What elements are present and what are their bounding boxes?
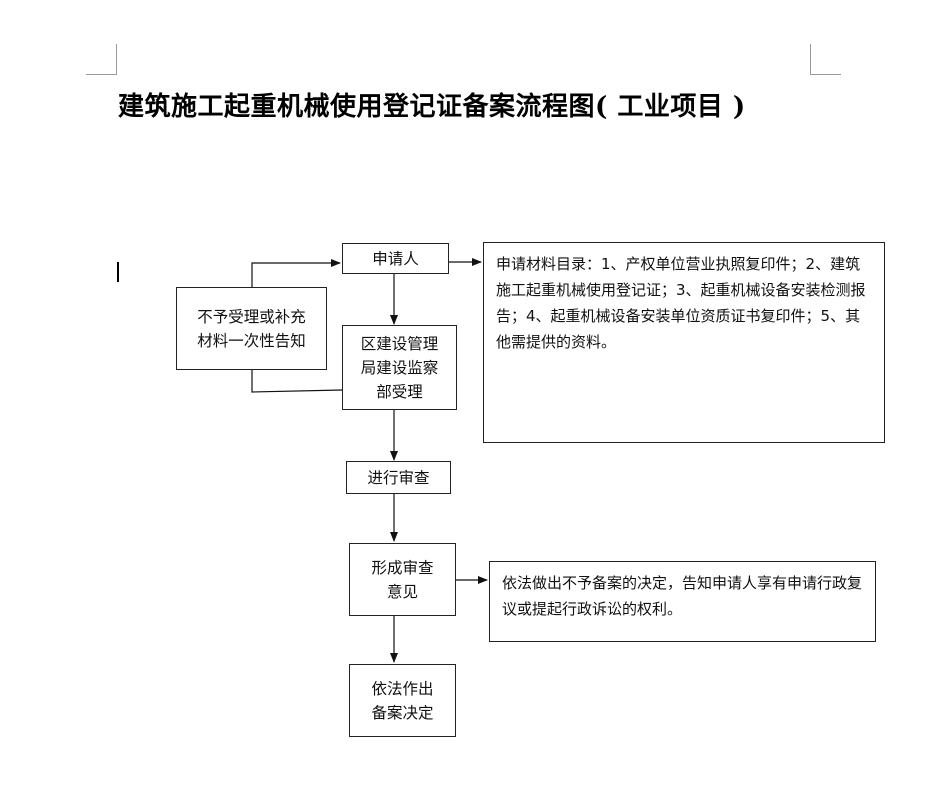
note-refusal-rights: 依法做出不予备案的决定，告知申请人享有申请行政复议或提起行政诉讼的权利。	[489, 561, 876, 642]
note-application-materials: 申请材料目录：1、产权单位营业执照复印件；2、建筑施工起重机械使用登记证；3、起…	[483, 242, 885, 443]
node-review: 进行审查	[346, 461, 451, 494]
page-corner-top-right	[810, 44, 841, 75]
line-accept-to-reject	[251, 370, 343, 393]
node-applicant: 申请人	[342, 243, 449, 274]
node-filing-decision: 依法作出 备案决定	[349, 664, 456, 737]
text-cursor	[117, 262, 119, 282]
node-review-opinion: 形成审查 意见	[349, 543, 456, 616]
page-corner-top-left	[86, 44, 117, 75]
node-reject-or-supplement: 不予受理或补充 材料一次性告知	[176, 287, 327, 370]
arrow-reject-to-applicant	[251, 259, 341, 287]
node-district-acceptance: 区建设管理 局建设监察 部受理	[342, 325, 457, 410]
page-title: 建筑施工起重机械使用登记证备案流程图( 工业项目 )	[118, 92, 746, 122]
